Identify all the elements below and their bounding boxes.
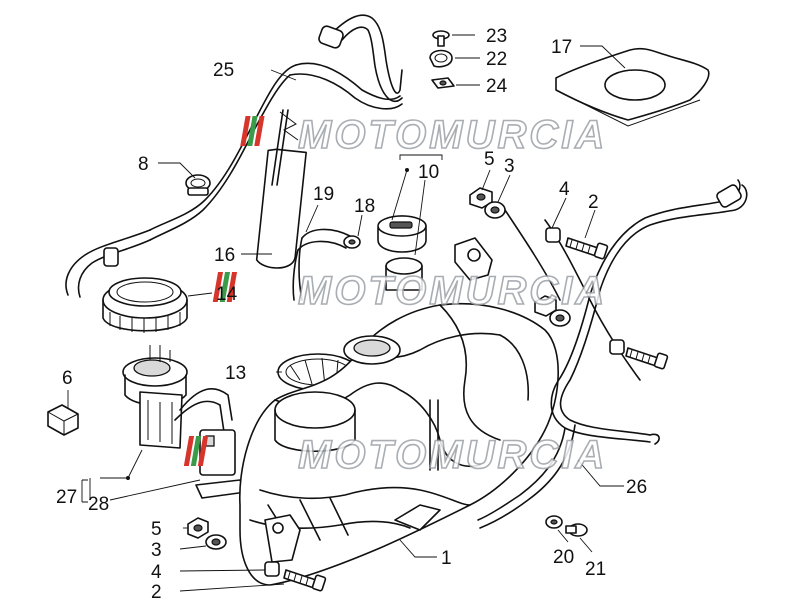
locking-ring-14 [102,277,188,333]
nut-5-upper [469,187,493,209]
nut-5-lower [187,517,209,539]
svg-text:MOTOMURCIA: MOTOMURCIA [298,269,607,313]
callout-21: 21 [585,559,606,580]
rubber-pad-17 [555,47,710,127]
washer-3-upper [484,201,506,219]
filler-cap-10 [377,215,427,291]
hose-connector [103,247,119,267]
callout-28: 28 [88,494,109,515]
fuel-pump-assembly-27 [122,345,247,499]
leader-lines [67,34,626,592]
bolt-2-upper [565,237,609,260]
callout-16: 16 [214,245,235,266]
watermark-lower: MOTOMURCIA [183,432,607,478]
callout-18: 18 [354,196,375,217]
callout-26: 26 [626,477,647,498]
callout-25: 25 [213,60,234,81]
hose-clip-18 [343,235,361,249]
callout-4-upper: 4 [559,179,570,200]
callout-19: 19 [313,184,334,205]
washer-20 [545,515,563,529]
vent-hose-19 [292,228,351,301]
callouts: 23 22 24 17 25 8 10 5 3 4 2 19 18 16 14 … [56,26,647,600]
nut-24 [431,77,455,89]
screw-21 [565,523,588,537]
watermark-middle: MOTOMURCIA [212,268,607,314]
svg-text:MOTOMURCIA: MOTOMURCIA [298,433,607,477]
callout-27: 27 [56,487,77,508]
svg-text:MOTOMURCIA: MOTOMURCIA [298,113,607,157]
spacer-4-upper [545,227,561,243]
washer-3-mid [549,309,571,327]
fuel-sensor-16 [255,109,307,269]
callout-2-lower: 2 [151,582,162,600]
hose-end-cap [318,25,344,49]
callout-5-upper: 5 [484,149,495,170]
callout-10-marker [405,168,409,172]
callout-22: 22 [486,49,507,70]
callout-5-lower: 5 [151,519,162,540]
bolt-2-lower-right [625,347,669,370]
callout-14: 14 [216,284,238,305]
callout-24: 24 [486,76,508,97]
spacer-4-lower-right [609,339,625,355]
callout-17: 17 [551,37,572,58]
callout-4-lower: 4 [151,562,162,583]
fuel-tank-1 [239,237,559,586]
clip-6 [47,404,79,436]
callout-3-lower: 3 [151,540,162,561]
spacer-4-lower [264,561,280,577]
callout-10: 10 [418,162,439,183]
hose-clip-8 [185,174,211,196]
callout-3-upper: 3 [504,156,515,177]
callout-8: 8 [138,154,149,175]
callout-13: 13 [225,363,246,384]
breather-hose-25 [65,14,403,298]
bolt-2-lower [283,569,327,592]
callout-2-upper: 2 [588,192,599,213]
callout-20: 20 [553,547,574,568]
callout-6: 6 [62,368,73,389]
washer-3-lower [205,534,227,550]
screw-23 [432,30,450,47]
callout-23: 23 [486,26,507,47]
clamp-22 [429,49,453,68]
watermark-upper: MOTOMURCIA [240,112,607,158]
callout-1: 1 [441,548,452,569]
